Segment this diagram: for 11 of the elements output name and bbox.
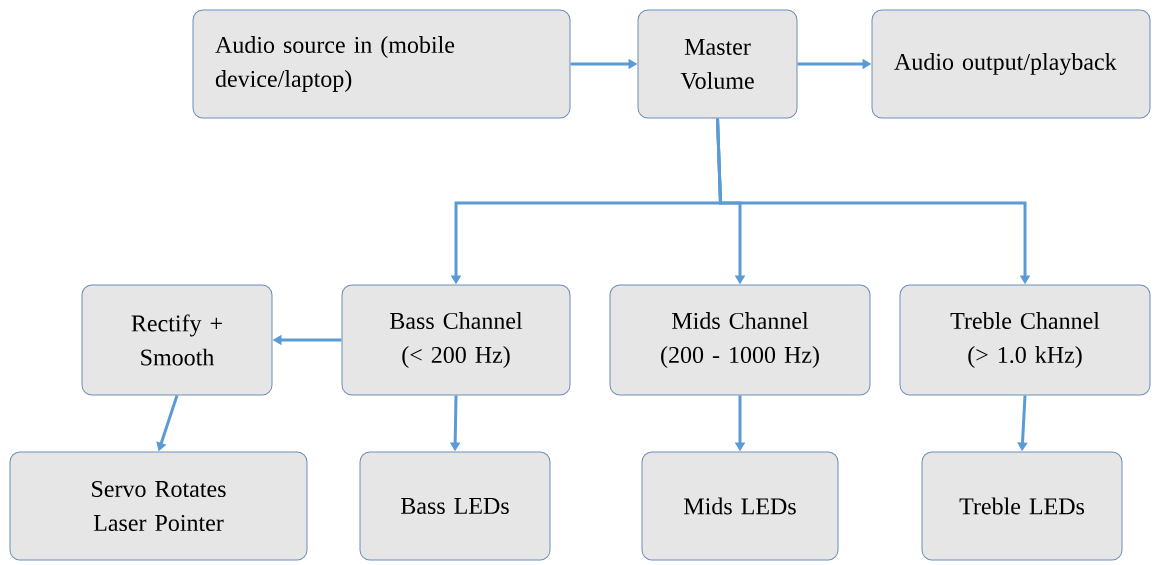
process-box: Servo Rotates Laser Pointer: [9, 451, 308, 561]
process-box: Audio output/playback: [871, 9, 1151, 119]
process-box: Bass Channel (< 200 Hz): [341, 284, 571, 396]
process-box: Audio source in (mobile device/laptop): [192, 9, 571, 119]
process-box: Master Volume: [637, 9, 798, 119]
process-box: Treble Channel (> 1.0 kHz): [899, 284, 1151, 396]
process-box: Mids Channel (200 - 1000 Hz): [609, 284, 871, 396]
process-box: Rectify + Smooth: [81, 284, 273, 396]
process-box: Bass LEDs: [359, 451, 551, 561]
process-box: Mids LEDs: [641, 451, 839, 561]
process-box: Treble LEDs: [921, 451, 1123, 561]
